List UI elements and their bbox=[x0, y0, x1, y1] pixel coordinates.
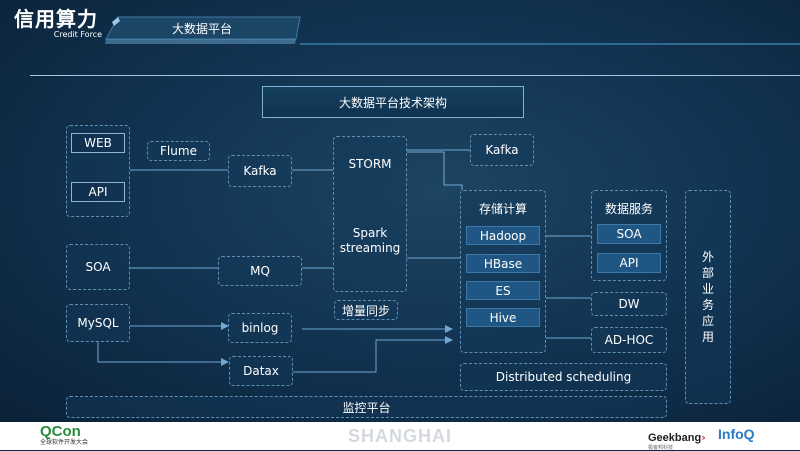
api-source-label: API bbox=[88, 185, 108, 199]
qcon-text: QCon bbox=[40, 423, 81, 440]
kafka-ingest-label: Kafka bbox=[243, 164, 277, 178]
service-api-box: API bbox=[597, 253, 661, 273]
separator-line bbox=[30, 75, 800, 76]
logo: 信用算力 Credit Force bbox=[14, 8, 106, 40]
mq-label: MQ bbox=[250, 264, 270, 278]
geekbang-text: Geekbang bbox=[648, 432, 702, 444]
service-soa-box: SOA bbox=[597, 224, 661, 244]
kafka-output-box: Kafka bbox=[470, 134, 534, 166]
page-title: 大数据平台 bbox=[172, 22, 233, 36]
external-apps-label: 外部业务应用 bbox=[701, 250, 714, 344]
api-source-box: API bbox=[71, 182, 125, 202]
dw-box: DW bbox=[591, 292, 667, 316]
monitoring-platform-bar: 监控平台 bbox=[66, 396, 667, 418]
es-label: ES bbox=[495, 283, 511, 298]
web-source-label: WEB bbox=[84, 136, 112, 150]
hbase-box: HBase bbox=[466, 254, 540, 273]
storage-compute-title: 存储计算 bbox=[478, 202, 527, 216]
mysql-source-label: MySQL bbox=[77, 316, 119, 330]
geekbang-accent-icon: › bbox=[701, 431, 706, 444]
kafka-output-label: Kafka bbox=[485, 143, 519, 157]
hive-box: Hive bbox=[466, 308, 540, 327]
mysql-source-box: MySQL bbox=[66, 304, 130, 342]
footer: QCon 全球软件开发大会 SHANGHAI Geekbang› 极客邦科技 I… bbox=[0, 422, 800, 451]
incremental-sync-label: 增量同步 bbox=[341, 303, 390, 318]
es-box: ES bbox=[466, 281, 540, 300]
datax-label: Datax bbox=[243, 364, 279, 378]
service-api-label: API bbox=[619, 256, 639, 270]
web-source-box: WEB bbox=[71, 133, 125, 153]
connector-lines bbox=[97, 149, 591, 373]
monitoring-platform-label: 监控平台 bbox=[342, 400, 391, 415]
kafka-ingest-box: Kafka bbox=[228, 155, 292, 187]
hbase-label: HBase bbox=[483, 256, 523, 271]
stream-processing-box bbox=[333, 136, 407, 292]
qcon-logo: QCon 全球软件开发大会 bbox=[40, 424, 100, 448]
external-apps-box: 外部业务应用 bbox=[685, 190, 731, 404]
data-service-title: 数据服务 bbox=[604, 202, 653, 216]
geekbang-subtext: 极客邦科技 bbox=[648, 445, 674, 451]
binlog-label: binlog bbox=[241, 321, 279, 335]
city-watermark: SHANGHAI bbox=[347, 426, 452, 446]
hive-label: Hive bbox=[489, 310, 517, 325]
spark-streaming-label: Spark streaming bbox=[339, 226, 401, 255]
header-decoration bbox=[105, 16, 800, 45]
diagram-title: 大数据平台技术架构 bbox=[338, 95, 447, 110]
service-soa-label: SOA bbox=[616, 227, 642, 241]
logo-text: 信用算力 bbox=[14, 7, 98, 31]
incremental-sync-box: 增量同步 bbox=[334, 300, 398, 320]
infoq-logo: InfoQ bbox=[718, 426, 755, 442]
soa-source-label: SOA bbox=[85, 260, 111, 274]
hadoop-box: Hadoop bbox=[466, 226, 540, 245]
logo-subtext: Credit Force bbox=[53, 30, 102, 39]
storm-label: STORM bbox=[348, 157, 392, 171]
datax-box: Datax bbox=[229, 356, 293, 386]
flume-box: Flume bbox=[147, 141, 210, 161]
binlog-box: binlog bbox=[228, 313, 292, 343]
distributed-scheduling-label: Distributed scheduling bbox=[495, 370, 632, 384]
adhoc-label: AD-HOC bbox=[604, 333, 654, 347]
qcon-subtext: 全球软件开发大会 bbox=[40, 439, 89, 446]
dw-label: DW bbox=[618, 297, 640, 311]
slide-canvas: 信用算力 Credit Force 大数据平台 bbox=[0, 0, 800, 422]
flume-label: Flume bbox=[160, 144, 197, 158]
soa-source-box: SOA bbox=[66, 244, 130, 290]
diagram-title-banner: 大数据平台技术架构 bbox=[262, 86, 524, 118]
mq-box: MQ bbox=[218, 256, 302, 286]
adhoc-box: AD-HOC bbox=[591, 327, 667, 353]
hadoop-label: Hadoop bbox=[479, 228, 527, 243]
distributed-scheduling-box: Distributed scheduling bbox=[460, 363, 667, 391]
geekbang-logo: Geekbang› 极客邦科技 bbox=[648, 426, 718, 451]
